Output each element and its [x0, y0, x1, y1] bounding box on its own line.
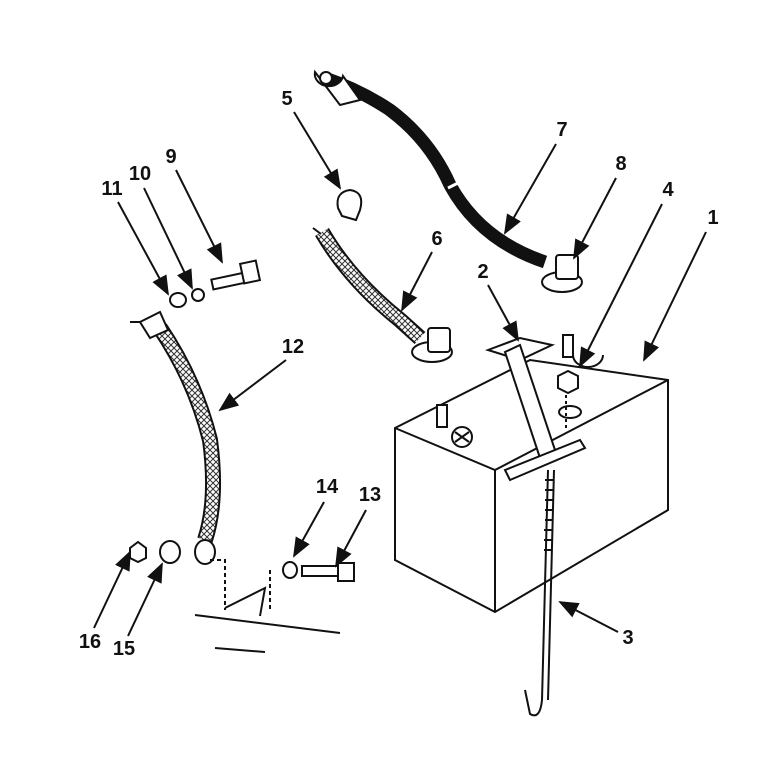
nut-and-washer [557, 369, 582, 430]
callout-leader-13 [335, 509, 367, 568]
hold-down-rod [524, 469, 555, 717]
callout-leader-10 [143, 187, 193, 290]
callout-label-15: 15 [113, 638, 135, 660]
callout-leader-9 [175, 169, 223, 264]
callout-leader-8 [573, 177, 617, 260]
callout-label-13: 13 [359, 484, 381, 506]
callout-leader-16 [93, 550, 131, 629]
callout-label-5: 5 [281, 88, 292, 110]
callout-label-16: 16 [79, 631, 101, 653]
callout-leader-1 [643, 231, 707, 362]
upper-bolt-set [169, 259, 262, 308]
callout-label-4: 4 [662, 179, 674, 201]
callout-leader-6 [401, 251, 433, 312]
battery [394, 334, 669, 614]
callout-leader-2 [487, 284, 519, 342]
callout-label-1: 1 [707, 207, 718, 229]
callout-leader-11 [117, 201, 169, 296]
callout-label-6: 6 [431, 228, 442, 250]
callout-label-2: 2 [477, 261, 488, 283]
callout-label-14: 14 [316, 476, 339, 498]
callout-leader-12 [218, 359, 287, 412]
callout-label-11: 11 [101, 178, 122, 200]
callout-leader-3 [558, 601, 619, 633]
positive-cable [313, 69, 583, 293]
callout-label-12: 12 [282, 336, 304, 358]
callout-leader-15 [127, 562, 163, 637]
callout-leader-4 [579, 203, 663, 368]
hold-down-bracket [484, 336, 587, 482]
callout-label-7: 7 [556, 119, 567, 141]
frame-bracket [130, 227, 341, 653]
callout-label-10: 10 [129, 163, 151, 185]
ground-strap [138, 310, 222, 565]
lower-bolt-set [129, 540, 355, 582]
cable-clip [336, 188, 363, 222]
callout-label-3: 3 [622, 627, 633, 649]
callout-label-9: 9 [165, 146, 176, 168]
negative-cable [315, 227, 453, 363]
callout-leader-7 [504, 143, 557, 235]
callout-leader-14 [293, 501, 325, 558]
callout-leader-5 [293, 111, 342, 190]
callout-label-8: 8 [615, 153, 626, 175]
